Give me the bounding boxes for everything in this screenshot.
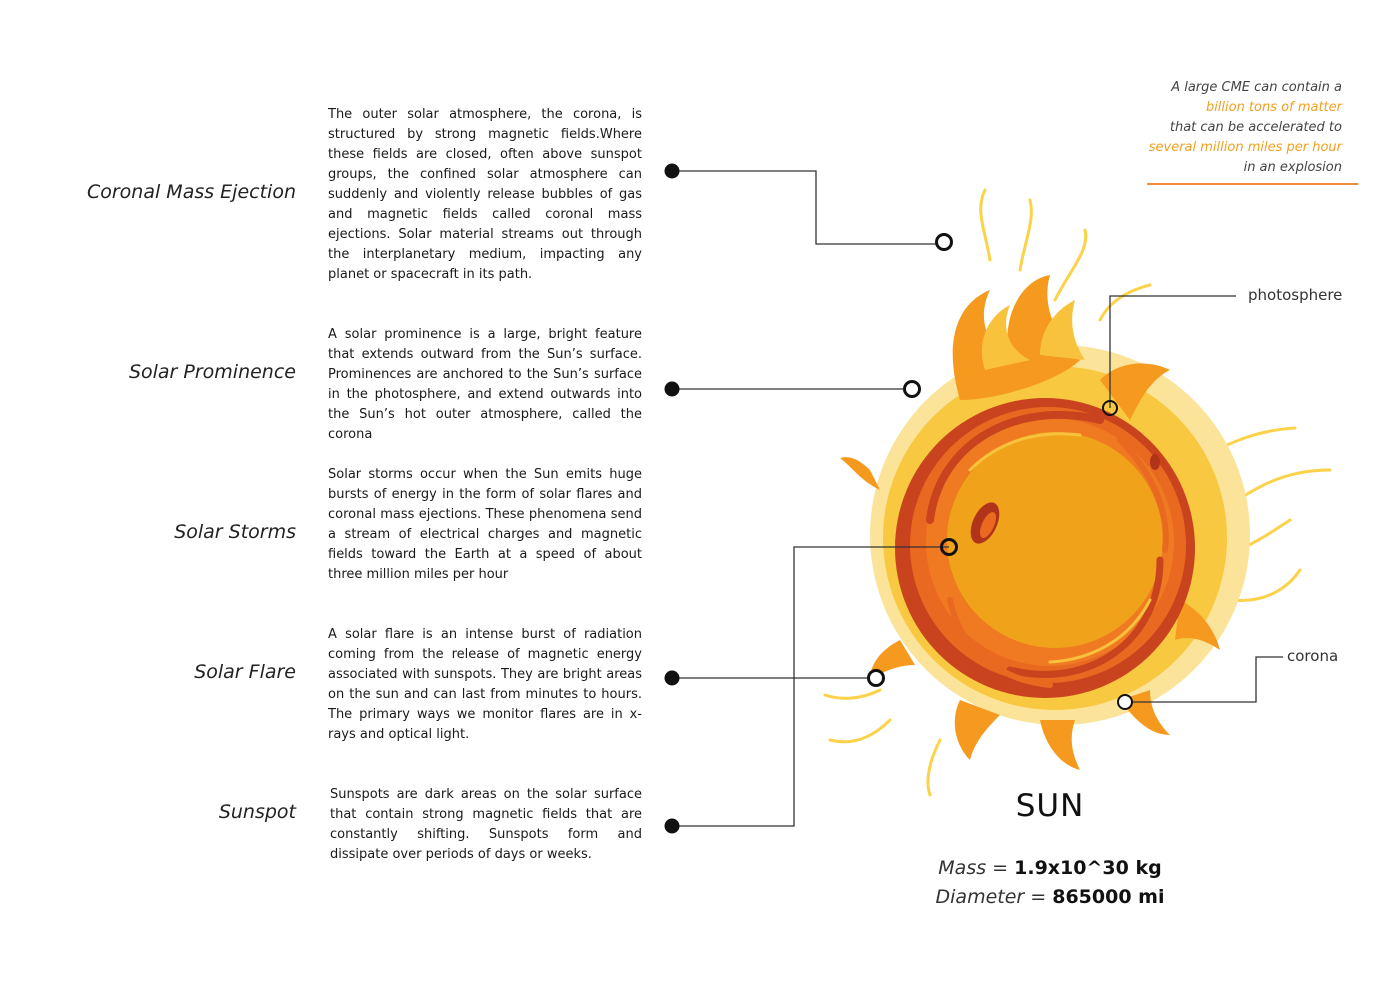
flames bbox=[840, 275, 1220, 770]
marker-photosphere bbox=[1102, 400, 1118, 416]
note-line-5: in an explosion bbox=[1243, 160, 1342, 175]
connector-photosphere bbox=[1109, 295, 1236, 408]
sun-mass: Mass = 1.9x10^30 kg bbox=[900, 857, 1200, 879]
mass-value: 1.9x10^30 kg bbox=[1014, 857, 1162, 879]
marker-prominence bbox=[903, 380, 921, 398]
dot-cme bbox=[664, 163, 680, 179]
note-line-1: A large CME can contain a bbox=[1171, 80, 1342, 95]
marker-flare bbox=[867, 669, 885, 687]
term-solar-prominence: Solar Prominence bbox=[128, 361, 296, 383]
cme-note: A large CME can contain a billion tons o… bbox=[1082, 78, 1342, 178]
sunspot-small bbox=[1150, 454, 1160, 470]
mass-equals: = bbox=[992, 857, 1009, 879]
marker-corona bbox=[1117, 694, 1133, 710]
note-line-4: several million miles per hour bbox=[1148, 140, 1342, 155]
connector-corona bbox=[1125, 656, 1283, 703]
dot-flare bbox=[664, 670, 680, 686]
connector-storms bbox=[672, 546, 949, 827]
sun-diameter: Diameter = 865000 mi bbox=[900, 886, 1200, 908]
connector-lines bbox=[672, 170, 1283, 827]
diameter-value: 865000 mi bbox=[1052, 886, 1165, 908]
end-markers bbox=[867, 233, 1133, 710]
start-dots bbox=[664, 163, 680, 834]
description-solar-prominence: A solar prominence is a large, bright fe… bbox=[328, 327, 642, 442]
description-coronal-mass-ejection: The outer solar atmosphere, the corona, … bbox=[328, 107, 642, 282]
sun-title: SUN bbox=[1015, 788, 1085, 824]
description-sunspot: Sunspots are dark areas on the solar sur… bbox=[330, 787, 642, 862]
term-coronal-mass-ejection: Coronal Mass Ejection bbox=[86, 181, 296, 203]
diameter-equals: = bbox=[1030, 886, 1047, 908]
label-corona: corona bbox=[1287, 647, 1339, 665]
diameter-label: Diameter bbox=[935, 886, 1025, 908]
label-photosphere: photosphere bbox=[1248, 286, 1343, 304]
description-solar-storms: Solar storms occur when the Sun emits hu… bbox=[328, 467, 642, 582]
note-line-2: billion tons of matter bbox=[1205, 100, 1342, 115]
dot-prominence bbox=[664, 381, 680, 397]
term-sunspot: Sunspot bbox=[218, 801, 296, 823]
marker-storms bbox=[940, 538, 958, 556]
dot-sunspot bbox=[664, 818, 680, 834]
term-solar-storms: Solar Storms bbox=[174, 521, 296, 543]
note-divider bbox=[1147, 183, 1358, 185]
term-solar-flare: Solar Flare bbox=[194, 661, 296, 683]
connector-cme bbox=[672, 170, 944, 245]
sun-illustration bbox=[823, 188, 1332, 797]
sun-body bbox=[947, 432, 1163, 648]
marker-cme bbox=[935, 233, 953, 251]
note-line-3: that can be accelerated to bbox=[1169, 120, 1342, 135]
mass-label: Mass bbox=[938, 857, 987, 879]
description-solar-flare: A solar flare is an intense burst of rad… bbox=[328, 627, 642, 742]
